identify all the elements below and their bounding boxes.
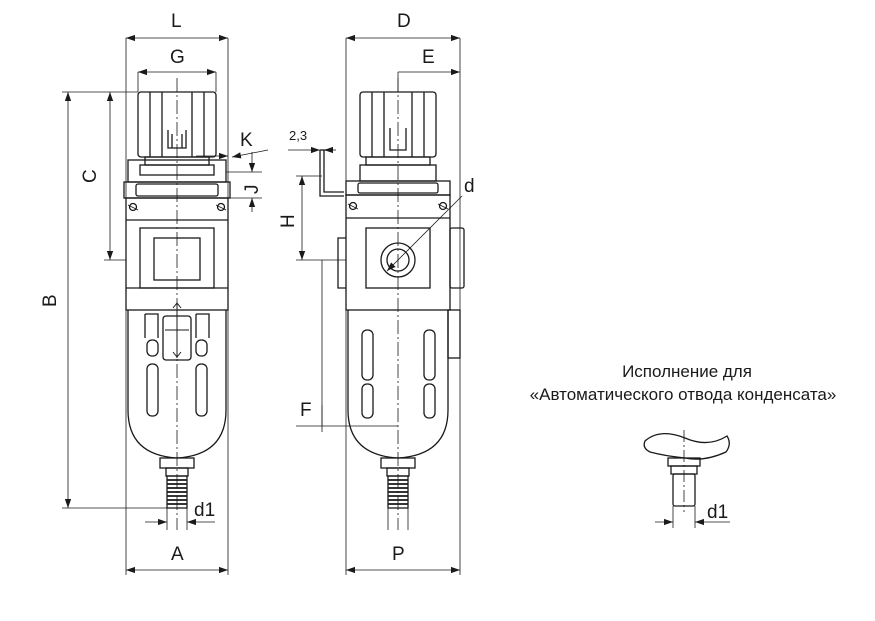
auto-drain-detail [643,430,730,528]
drain-fitting [159,457,195,509]
filter-body [125,197,229,311]
dim-label-F: F [300,400,312,421]
dim-label-H: H [278,214,299,228]
dim-label-E: E [422,47,435,68]
dim-label-D: D [397,11,411,32]
dim-label-L: L [171,11,182,32]
caption-line-1: Исполнение для [622,362,752,381]
caption-line-2: «Автоматического отвода конденсата» [530,385,837,404]
dim-label-B: B [40,294,61,307]
dim-label-K: K [240,130,253,151]
side-view [288,34,465,575]
dim-label-offset: 2,3 [289,128,307,143]
dim-label-d1-detail: d1 [707,502,728,523]
dim-label-d: d [464,176,475,197]
mounting-bracket [319,149,344,197]
dim-label-C: C [80,169,101,183]
front-view [62,34,269,575]
dim-label-A: A [171,544,184,565]
dim-label-d1-front: d1 [194,500,215,521]
dim-label-P: P [392,544,405,565]
adjustment-knob [137,91,217,166]
dim-label-J: J [242,185,263,195]
bonnet [123,159,231,199]
dim-label-G: G [170,47,185,68]
